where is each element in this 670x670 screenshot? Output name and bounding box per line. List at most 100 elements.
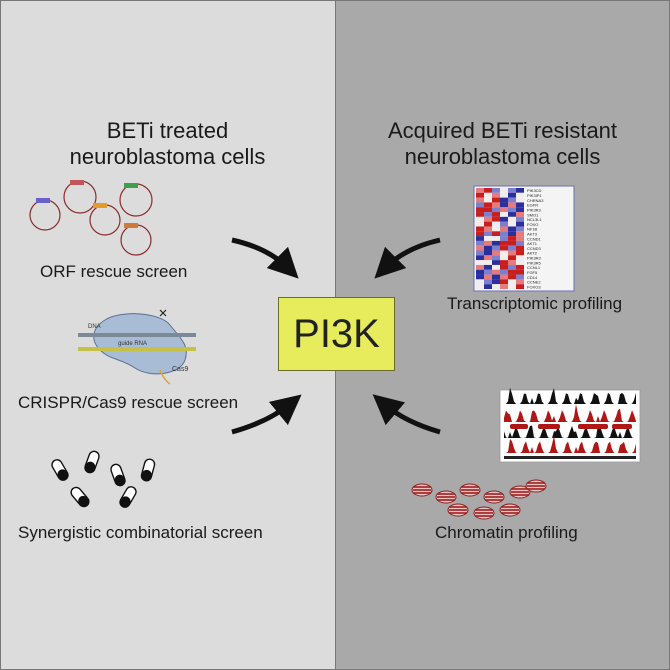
orf-rescue-screen-label: ORF rescue screen	[40, 262, 188, 281]
heatmap-cell	[476, 192, 484, 198]
heatmap-gene-label: CCNL1	[527, 265, 541, 270]
heatmap-cell	[476, 245, 484, 251]
heatmap-cell	[492, 284, 500, 289]
plasmid-insert	[70, 180, 84, 185]
heatmap-cell	[500, 274, 508, 280]
heatmap-cell	[500, 207, 508, 213]
heatmap-cell	[492, 221, 500, 227]
right-heading: Acquired BETi resistant neuroblastoma ce…	[335, 118, 670, 170]
heatmap-cell	[484, 226, 492, 232]
heatmap-cell	[508, 250, 516, 256]
heatmap-cell	[500, 197, 508, 203]
heatmap-cell	[476, 255, 484, 261]
heatmap-cell	[508, 221, 516, 227]
heatmap-gene-label: PIK3IP1	[527, 193, 542, 198]
heatmap-cell	[516, 226, 524, 232]
heatmap-gene-label: PIK3CD	[527, 188, 542, 193]
heatmap-cell	[484, 264, 492, 270]
heatmap-cell	[492, 269, 500, 275]
plasmid-circle	[89, 204, 121, 236]
capsule-half	[84, 461, 96, 473]
heatmap-cell	[476, 264, 484, 270]
heatmap-cell	[492, 279, 500, 285]
heatmap-gene-label: SMO1	[527, 212, 539, 217]
heatmap-gene-label: CD14	[527, 275, 538, 280]
chromatin-profiling-label: Chromatin profiling	[435, 523, 578, 542]
chromatin-track-peaks	[504, 387, 636, 404]
heatmap-cell	[500, 284, 508, 289]
heatmap-cell	[516, 269, 524, 275]
heatmap-cell	[492, 226, 500, 232]
capsule-half	[141, 469, 152, 481]
orf-plasmids-icon	[29, 180, 153, 256]
heatmap-cell	[484, 207, 492, 213]
heatmap-cell	[476, 202, 484, 208]
heatmap-cell	[492, 274, 500, 280]
heatmap-cell	[508, 188, 516, 193]
heatmap-cell	[500, 216, 508, 222]
plasmid-insert	[124, 183, 138, 188]
drug-capsules-icon	[51, 450, 156, 508]
dna-strand-top	[78, 333, 196, 337]
heatmap-cell	[516, 188, 524, 193]
chromatin-track-peaks	[504, 435, 636, 453]
heatmap-cell	[516, 212, 524, 217]
transcriptomic-profiling-label: Transcriptomic profiling	[447, 294, 623, 313]
heatmap-cell	[492, 197, 500, 203]
heatmap-cell	[476, 236, 484, 241]
heatmap-cell	[500, 260, 508, 265]
nucleosome	[483, 490, 505, 504]
plasmid-insert	[124, 223, 138, 228]
gene-annotation-track	[504, 456, 636, 459]
nucleosome	[411, 483, 433, 497]
heatmap-cell	[500, 240, 508, 246]
heatmap-cell	[484, 260, 492, 265]
heatmap-gene-label: CHRNA3	[527, 198, 544, 203]
heatmap-gene-label: PIK3R3	[527, 256, 542, 261]
heatmap-cell	[476, 226, 484, 232]
heatmap-cell	[476, 221, 484, 227]
heatmap-gene-label: CCNE2	[527, 280, 541, 285]
heatmap-cell	[508, 236, 516, 241]
heatmap-cell	[484, 192, 492, 198]
chromatin-peak-bar	[612, 424, 632, 429]
heatmap-cell	[516, 202, 524, 208]
heatmap-cell	[492, 260, 500, 265]
heatmap-cell	[508, 274, 516, 280]
heatmap-cell	[516, 207, 524, 213]
heatmap-cell	[508, 231, 516, 237]
heatmap-gene-label: CCND3	[527, 246, 542, 251]
heatmap-cell	[484, 240, 492, 246]
heatmap-cell	[476, 240, 484, 246]
heatmap-cell	[484, 255, 492, 261]
heatmap-cell	[476, 279, 484, 285]
heatmap-cell	[500, 255, 508, 261]
scissors-icon	[159, 309, 167, 317]
heatmap-cell	[476, 212, 484, 217]
heatmap-gene-label: NF1B	[527, 227, 538, 232]
chromatin-track-peaks	[504, 404, 636, 422]
left-heading-line2: neuroblastoma cells	[69, 144, 266, 169]
heatmap-gene-label: AKT2	[527, 251, 538, 256]
nucleosome	[509, 485, 531, 499]
left-heading: BETi treated neuroblastoma cells	[0, 118, 335, 170]
left-heading-line1: BETi treated	[106, 118, 229, 143]
arrow-chromatin-to-pi3k	[372, 394, 441, 435]
heatmap-cell	[500, 269, 508, 275]
nucleosome	[473, 506, 495, 520]
synergistic-screen-label: Synergistic combinatorial screen	[18, 523, 263, 542]
chromatin-track-peaks	[504, 424, 636, 438]
heatmap-gene-label: AKT1	[527, 241, 538, 246]
plasmid-circle	[120, 224, 152, 256]
heatmap-cell	[516, 240, 524, 246]
heatmap-cell	[516, 284, 524, 289]
transcriptomic-heatmap-icon: PIK3CDPIK3IP1CHRNA3EGFRPIK3R3SMO1NCL3L1F…	[473, 185, 575, 292]
heatmap-cell	[476, 284, 484, 289]
heatmap-cell	[492, 192, 500, 198]
heatmap-cell	[508, 284, 516, 289]
heatmap-cell	[516, 197, 524, 203]
heatmap-cell	[508, 245, 516, 251]
heatmap-cell	[500, 192, 508, 198]
heatmap-cell	[516, 250, 524, 256]
